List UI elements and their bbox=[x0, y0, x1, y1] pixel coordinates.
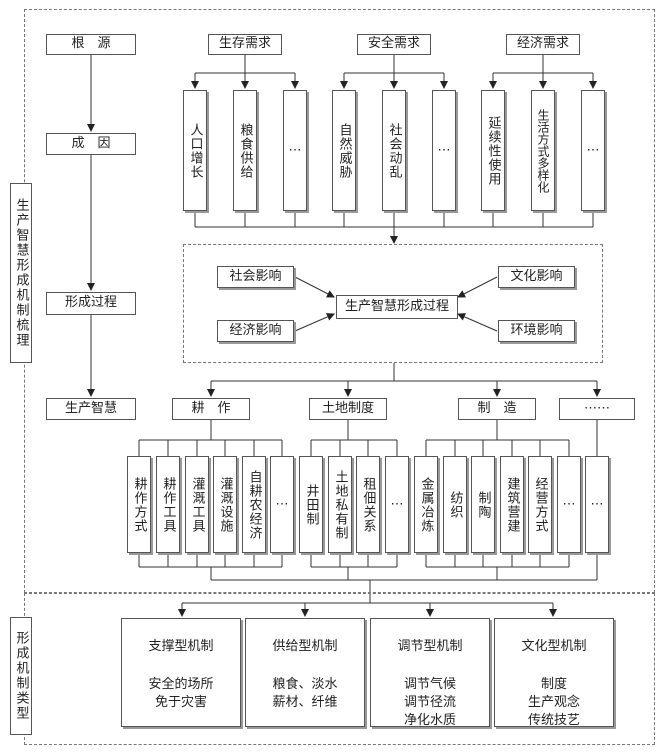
category-manufacturing: 制 造 bbox=[458, 398, 536, 420]
category-item: ⋯ bbox=[585, 456, 609, 553]
side-title-mechanism: 生产智慧形成机制梳理 bbox=[10, 183, 32, 363]
chain-root: 根 源 bbox=[46, 34, 136, 55]
category-item: ⋯ bbox=[385, 456, 409, 553]
category-more: ⋯⋯ bbox=[559, 398, 635, 420]
category-item: ⋯ bbox=[557, 456, 581, 553]
need-item: 自然威胁 bbox=[332, 90, 356, 211]
type-supply: 供给型机制 粮食、淡水 薪材、纤维 bbox=[245, 618, 365, 727]
type-title: 文化型机制 bbox=[521, 639, 587, 654]
category-item: 井田制 bbox=[299, 456, 323, 553]
category-item: 制陶 bbox=[471, 456, 495, 553]
need-item: ⋯ bbox=[581, 90, 605, 211]
category-item: 耕作工具 bbox=[156, 456, 180, 553]
type-title: 供给型机制 bbox=[272, 639, 338, 654]
category-item: 耕作方式 bbox=[127, 456, 151, 553]
category-land-system: 土地制度 bbox=[309, 398, 387, 420]
need-safety: 安全需求 bbox=[357, 34, 431, 55]
category-item: 自耕农经济 bbox=[242, 456, 266, 553]
type-cultural: 文化型机制 制度 生产观念 传统技艺 bbox=[494, 618, 614, 728]
type-title: 调节型机制 bbox=[397, 639, 463, 654]
influence-environmental: 环境影响 bbox=[498, 320, 575, 342]
type-desc: 调节气候 调节径流 净化水质 bbox=[403, 677, 456, 729]
category-item: 经营方式 bbox=[528, 456, 552, 553]
influence-social: 社会影响 bbox=[217, 266, 294, 288]
need-item: 生活方式多样化 bbox=[531, 90, 555, 211]
category-item: 租佃关系 bbox=[356, 456, 380, 553]
type-support: 支撑型机制 安全的场所 免于灾害 bbox=[121, 618, 241, 727]
type-desc: 制度 生产观念 传统技艺 bbox=[527, 677, 580, 729]
category-item: 建筑营建 bbox=[500, 456, 524, 553]
process-frame bbox=[183, 244, 603, 363]
need-item: 人口增长 bbox=[183, 90, 207, 211]
type-desc: 安全的场所 免于灾害 bbox=[148, 677, 214, 711]
category-item: 纺织 bbox=[443, 456, 467, 553]
type-regulation: 调节型机制 调节气候 调节径流 净化水质 bbox=[370, 618, 490, 728]
chain-wisdom: 生产智慧 bbox=[46, 398, 136, 420]
category-item: 土地私有制 bbox=[328, 456, 352, 553]
category-item: 金属冶炼 bbox=[414, 456, 438, 553]
process-center: 生产智慧形成过程 bbox=[336, 295, 458, 319]
need-item: ⋯ bbox=[283, 90, 307, 211]
category-item: ⋯ bbox=[270, 456, 294, 553]
need-item: 延续性使用 bbox=[481, 90, 505, 211]
need-item: ⋯ bbox=[432, 90, 456, 211]
chain-cause: 成 因 bbox=[46, 133, 136, 155]
need-economy: 经济需求 bbox=[506, 34, 580, 55]
type-desc: 粮食、淡水 薪材、纤维 bbox=[272, 677, 338, 711]
need-survival: 生存需求 bbox=[208, 34, 282, 55]
type-title: 支撑型机制 bbox=[148, 639, 214, 654]
category-item: 灌溉设施 bbox=[213, 456, 237, 553]
need-item: 社会动乱 bbox=[382, 90, 406, 211]
category-farming: 耕 作 bbox=[172, 398, 250, 420]
side-title-types: 形成机制类型 bbox=[10, 617, 32, 735]
influence-economic: 经济影响 bbox=[217, 320, 294, 342]
category-item: 灌溉工具 bbox=[185, 456, 209, 553]
influence-cultural: 文化影响 bbox=[498, 266, 575, 288]
need-item: 粮食供给 bbox=[233, 90, 257, 211]
chain-process: 形成过程 bbox=[46, 292, 136, 315]
